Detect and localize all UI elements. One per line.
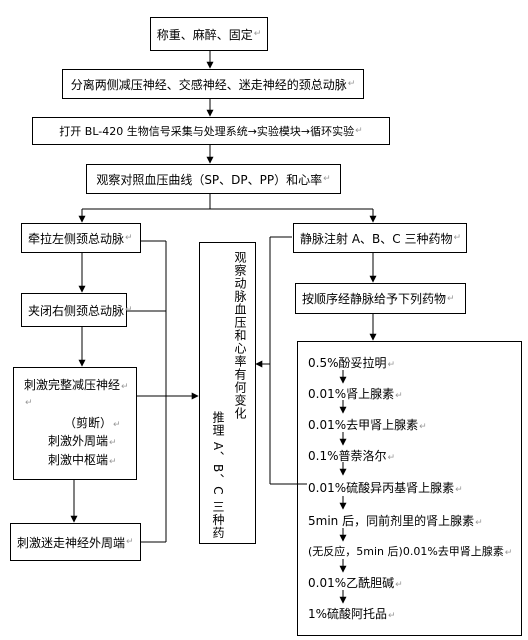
drug-sequence-box: 0.5%酚妥拉明↵ 0.01%肾上腺素↵ 0.01%去甲肾上腺素↵ 0.1%普萘… bbox=[297, 341, 522, 636]
paragraph-mark: ↵ bbox=[455, 485, 463, 495]
paragraph-mark: ↵ bbox=[453, 233, 461, 243]
drug-item: 0.1%普萘洛尔↵ bbox=[308, 449, 396, 463]
depressor-central-row: 刺激中枢端↵ bbox=[48, 451, 117, 468]
center-observe-text: 观察动脉血压和心率有何变化 bbox=[233, 251, 247, 420]
paragraph-mark: ↵ bbox=[323, 174, 331, 184]
paragraph-mark: ↵ bbox=[395, 391, 403, 401]
paragraph-mark: ↵ bbox=[125, 233, 133, 243]
step-label: 静脉注射 A、B、C 三种药物 bbox=[300, 231, 453, 246]
paragraph-mark: ↵ bbox=[347, 79, 356, 89]
paragraph-mark: ↵ bbox=[388, 611, 396, 621]
center-infer-text: 推理 A、B、C 三种药 bbox=[211, 411, 225, 540]
step-label: 称重、麻醉、固定 bbox=[156, 27, 253, 42]
peripheral-label: 刺激外周端 bbox=[48, 434, 109, 448]
drug-item: 0.01%去甲肾上腺素↵ bbox=[308, 418, 427, 432]
left-step-stimulate-vagus: 刺激迷走神经外周端↵ bbox=[10, 523, 141, 561]
paragraph-mark: ↵ bbox=[109, 438, 117, 448]
right-step-inject-abc: 静脉注射 A、B、C 三种药物↵ bbox=[293, 223, 467, 253]
depressor-peripheral-row: 刺激外周端↵ bbox=[48, 432, 117, 449]
step-observe-control: 观察对照血压曲线（SP、DP、PP）和心率↵ bbox=[86, 164, 341, 194]
paragraph-mark: ↵ bbox=[504, 548, 513, 558]
paragraph-mark: ↵ bbox=[475, 518, 483, 528]
right-step-sequence: 按顺序经静脉给予下列药物↵ bbox=[295, 283, 466, 314]
drug-item: 0.01%乙酰胆碱↵ bbox=[308, 576, 403, 590]
step-label: 刺激迷走神经外周端 bbox=[17, 535, 126, 550]
paragraph-mark: ↵ bbox=[419, 422, 427, 432]
step-label: 夹闭右侧颈总动脉 bbox=[28, 303, 125, 318]
left-step-pull-left-carotid: 牵拉左侧颈总动脉↵ bbox=[21, 223, 141, 253]
drug-item: 5min 后，同前剂里的肾上腺素↵ bbox=[308, 514, 483, 528]
depressor-blank-row: ↵ bbox=[24, 394, 33, 408]
drug-item: 0.01%硫酸异丙基肾上腺素↵ bbox=[308, 481, 463, 495]
paragraph-mark: ↵ bbox=[447, 293, 455, 304]
center-observe-infer: 观察动脉血压和心率有何变化 推理 A、B、C 三种药 bbox=[199, 242, 256, 544]
drug-item: 0.01%肾上腺素↵ bbox=[308, 387, 403, 401]
drug-item: 1%硫酸阿托品↵ bbox=[308, 607, 396, 621]
drug-item: (无反应，5min 后)0.01%去甲肾上腺素↵ bbox=[308, 545, 513, 558]
step-label: 观察对照血压曲线（SP、DP、PP）和心率 bbox=[96, 172, 323, 187]
paragraph-mark: ↵ bbox=[387, 360, 396, 370]
paragraph-mark: ↵ bbox=[109, 457, 117, 467]
left-step-clamp-right-carotid: 夹闭右侧颈总动脉↵ bbox=[21, 293, 133, 327]
paragraph-mark: ↵ bbox=[126, 537, 134, 547]
paragraph-mark: ↵ bbox=[121, 382, 129, 392]
cut-label: （剪断） bbox=[64, 416, 113, 430]
paragraph-mark: ↵ bbox=[355, 126, 363, 136]
depressor-title-row: 刺激完整减压神经↵ bbox=[24, 376, 129, 393]
depressor-cut-row: （剪断）↵ bbox=[64, 414, 121, 431]
step-label: 分离两侧减压神经、交感神经、迷走神经的颈总动脉 bbox=[70, 77, 347, 92]
paragraph-mark: ↵ bbox=[113, 420, 121, 430]
paragraph-mark: ↵ bbox=[25, 398, 33, 408]
step-label: 打开 BL-420 生物信号采集与处理系统→实验模块→循环实验 bbox=[59, 125, 355, 138]
left-step-stimulate-depressor: 刺激完整减压神经↵ ↵ （剪断）↵ 刺激外周端↵ 刺激中枢端↵ bbox=[13, 367, 137, 480]
central-label: 刺激中枢端 bbox=[48, 453, 109, 467]
step-label: 牵拉左侧颈总动脉 bbox=[28, 231, 125, 246]
paragraph-mark: ↵ bbox=[253, 29, 262, 39]
step-separate-nerves: 分离两侧减压神经、交感神经、迷走神经的颈总动脉↵ bbox=[62, 69, 364, 99]
step-open-system: 打开 BL-420 生物信号采集与处理系统→实验模块→循环实验↵ bbox=[32, 117, 390, 145]
step-label: 按顺序经静脉给予下列药物 bbox=[302, 292, 447, 306]
paragraph-mark: ↵ bbox=[395, 580, 403, 590]
paragraph-mark: ↵ bbox=[387, 453, 396, 463]
step-weigh-anesthetize-fix: 称重、麻醉、固定↵ bbox=[150, 17, 268, 51]
paragraph-mark: ↵ bbox=[125, 305, 133, 315]
step-label: 刺激完整减压神经 bbox=[24, 378, 121, 392]
drug-item: 0.5%酚妥拉明↵ bbox=[308, 356, 396, 370]
